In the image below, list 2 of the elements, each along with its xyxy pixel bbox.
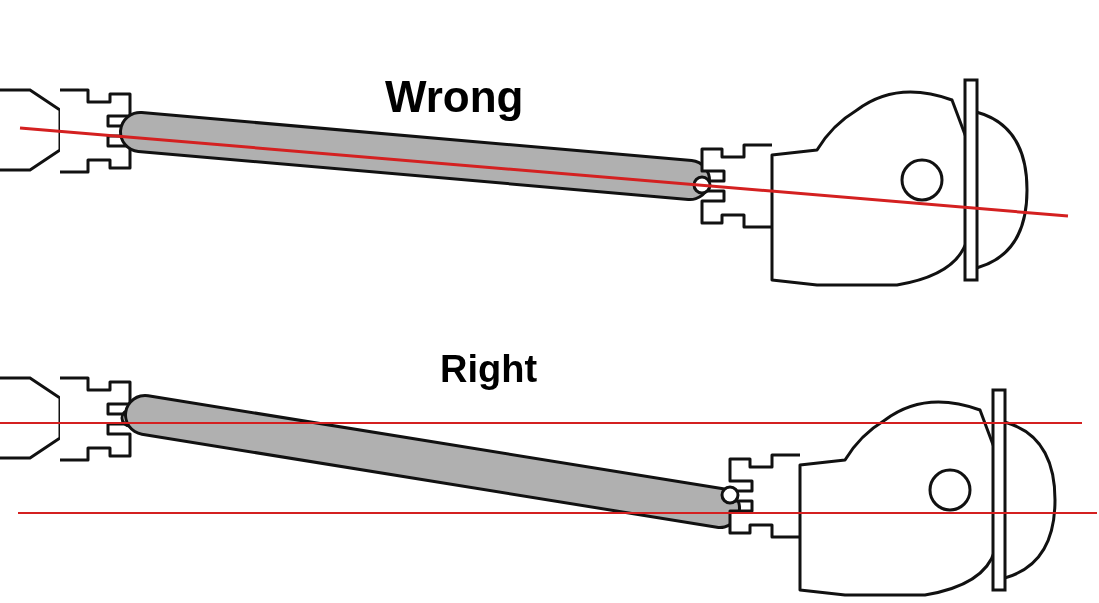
heading: Wrong: [385, 72, 524, 122]
heading: Right: [440, 348, 538, 391]
